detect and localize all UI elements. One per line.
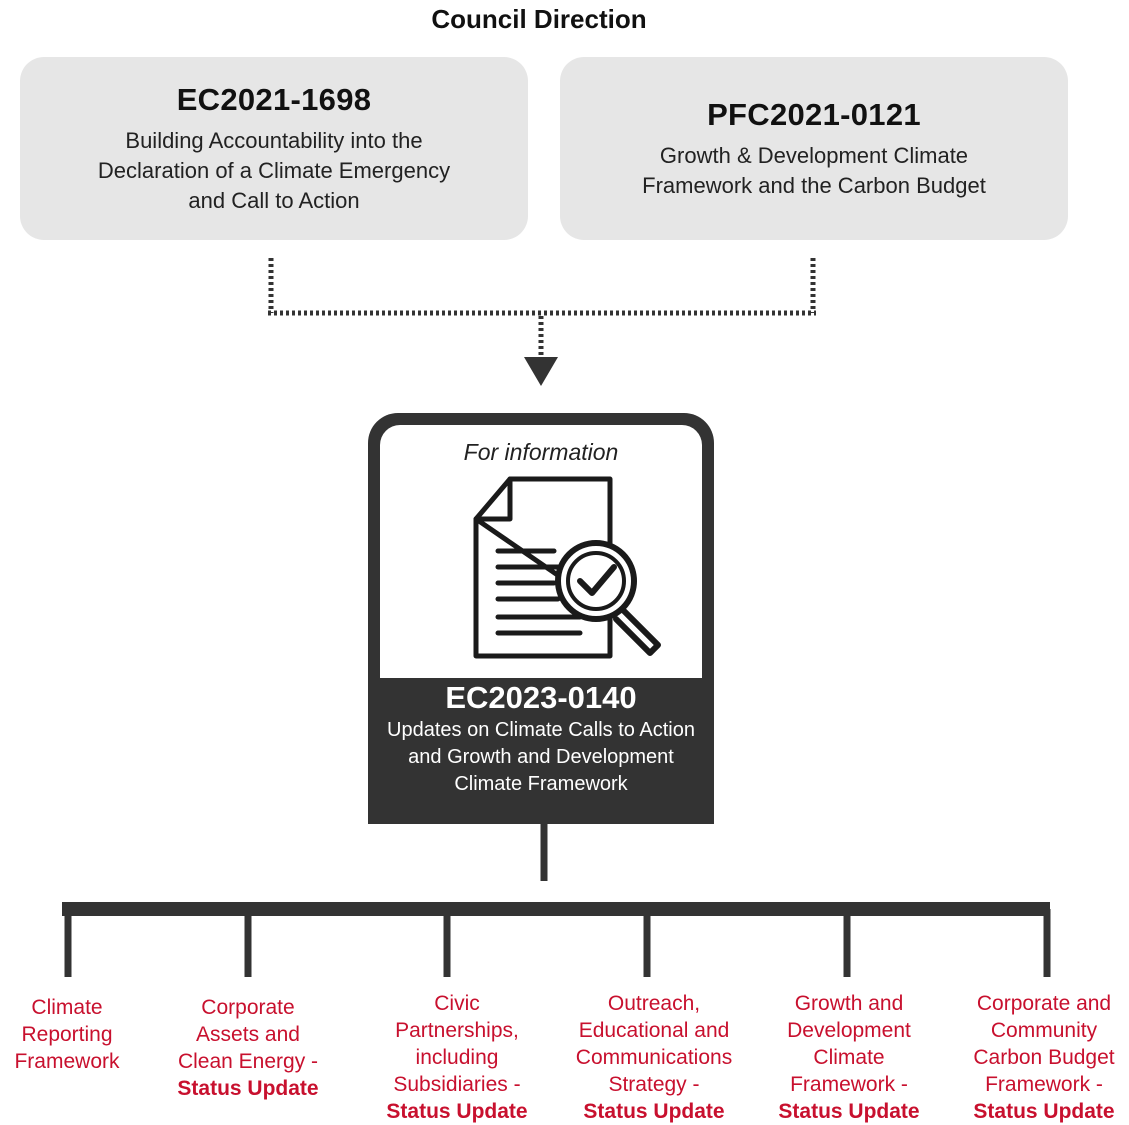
- box-description-line: Building Accountability into the: [125, 127, 423, 153]
- council-direction-box-ec2021-1698: EC2021-1698 Building Accountability into…: [20, 57, 528, 240]
- branch-climate-reporting-framework: Climate Reporting Framework: [0, 994, 152, 1075]
- branch-label-line: Community: [990, 1019, 1098, 1042]
- branch-label-line: Outreach,: [607, 992, 701, 1015]
- center-description-line: Climate Framework: [454, 773, 628, 795]
- diagram-heading: Council Direction: [431, 4, 647, 34]
- branch-label-line: Assets and: [196, 1023, 300, 1046]
- branch-label-line: Strategy -: [608, 1073, 700, 1096]
- box-description: Building Accountability into the Declara…: [98, 126, 450, 216]
- box-description-line: Framework and the Carbon Budget: [642, 172, 986, 198]
- branch-label-line: Reporting: [21, 1023, 113, 1046]
- box-code: PFC2021-0121: [707, 96, 921, 132]
- branch-civic-partnerships: Civic Partnerships, including Subsidiari…: [372, 990, 542, 1125]
- branch-growth-development-climate-framework: Growth and Development Climate Framework…: [764, 990, 934, 1125]
- branch-label-line: Clean Energy -: [177, 1050, 319, 1073]
- branch-label-line: Climate: [813, 1046, 885, 1069]
- branch-label-line: Communications: [575, 1046, 733, 1069]
- center-card-code: EC2023-0140: [445, 680, 637, 715]
- status-update-label: Status Update: [583, 1100, 725, 1123]
- branch-label-line: Corporate: [201, 996, 295, 1019]
- box-description-line: Declaration of a Climate Emergency: [97, 157, 451, 183]
- branch-corporate-community-carbon-budget: Corporate and Community Carbon Budget Fr…: [954, 990, 1129, 1125]
- branch-label-line: Partnerships,: [395, 1019, 519, 1042]
- branch-label-line: Corporate and: [976, 992, 1112, 1015]
- document-magnifier-check-icon: [473, 476, 661, 659]
- branch-label-line: Carbon Budget: [973, 1046, 1115, 1069]
- center-card-description: Updates on Climate Calls to Action and G…: [368, 717, 714, 798]
- for-information-label: For information: [463, 439, 619, 465]
- branch-label-line: Educational and: [578, 1019, 730, 1042]
- box-description: Growth & Development Climate Framework a…: [642, 141, 986, 201]
- branch-label-line: Framework -: [985, 1073, 1103, 1096]
- status-update-label: Status Update: [973, 1100, 1115, 1123]
- branch-label-line: Development: [787, 1019, 911, 1042]
- branch-label-line: Framework -: [790, 1073, 908, 1096]
- branch-label-line: Climate: [31, 996, 103, 1019]
- branch-outreach-educational-communications: Outreach, Educational and Communications…: [569, 990, 739, 1125]
- branch-label-line: Civic: [434, 992, 480, 1015]
- center-description-line: Updates on Climate Calls to Action: [387, 719, 695, 741]
- branch-label-line: Subsidiaries -: [393, 1073, 521, 1096]
- status-update-label: Status Update: [386, 1100, 528, 1123]
- branch-corporate-assets-clean-energy: Corporate Assets and Clean Energy - Stat…: [163, 994, 333, 1102]
- center-card-ec2023-0140: For information EC2023-0140 Updates on C…: [368, 413, 714, 824]
- center-description-line: and Growth and Development: [408, 746, 674, 768]
- branch-label-line: including: [415, 1046, 499, 1069]
- council-direction-box-pfc2021-0121: PFC2021-0121 Growth & Development Climat…: [560, 57, 1068, 240]
- branch-label-line: Growth and: [794, 992, 904, 1015]
- box-code: EC2021-1698: [176, 81, 372, 117]
- box-description-line: and Call to Action: [188, 187, 360, 213]
- branch-label-line: Framework: [14, 1050, 120, 1073]
- status-update-label: Status Update: [177, 1077, 319, 1100]
- center-card-icon-area: For information: [380, 425, 702, 678]
- arrow-down-icon: [524, 357, 558, 386]
- status-update-label: Status Update: [778, 1100, 920, 1123]
- box-description-line: Growth & Development Climate: [659, 142, 969, 168]
